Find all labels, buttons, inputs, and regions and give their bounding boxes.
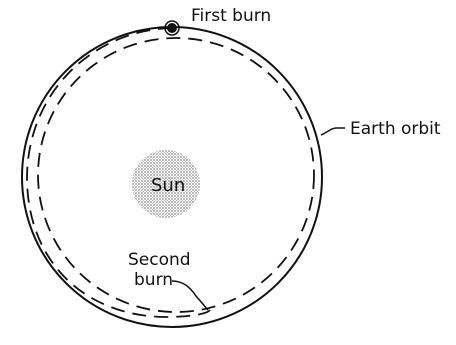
earth-orbit-leader-line [321,128,345,135]
second-burn-leader-line [172,281,208,310]
sun-label: Sun [151,175,185,196]
first-burn-label: First burn [191,6,271,26]
earth-orbit-label: Earth orbit [350,119,441,139]
second-burn-label-line1: Second [128,250,191,270]
second-burn-label-line2: burn [134,270,173,290]
first-burn-marker [167,23,177,33]
